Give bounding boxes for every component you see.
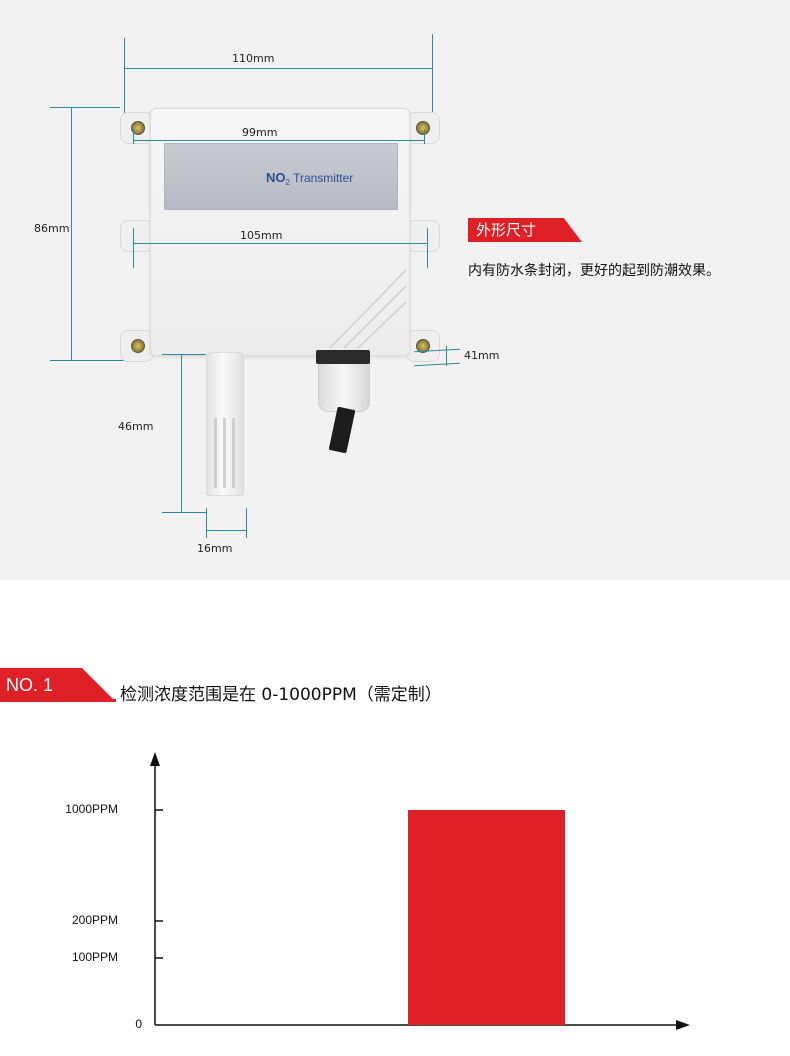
- dim-110-left-ext: [124, 38, 125, 136]
- dim-41-label: 41mm: [464, 349, 500, 362]
- dim-46-bottom-ext: [162, 512, 206, 513]
- screw-icon: [131, 121, 145, 135]
- y-tick-label: 1000PPM: [65, 802, 118, 816]
- dim-86-bottom-ext: [50, 360, 128, 361]
- dim-99-left-ext: [133, 130, 134, 144]
- dim-105-line: [133, 243, 427, 244]
- dim-86-top-ext: [50, 107, 120, 108]
- screw-icon: [416, 121, 430, 135]
- dimension-description: 内有防水条封闭，更好的起到防潮效果。: [468, 263, 720, 279]
- dim-110-line: [124, 68, 432, 69]
- enclosure-grooves: [329, 269, 407, 349]
- device-label-main: NO: [266, 170, 286, 185]
- probe-vent: [232, 418, 235, 488]
- dim-16-left-ext: [206, 508, 207, 538]
- mount-ear-mid-left: [120, 220, 154, 252]
- dim-105-label: 105mm: [240, 229, 283, 242]
- range-chart: [150, 752, 690, 1030]
- section-title: 检测浓度范围是在 0-1000PPM（需定制）: [120, 685, 442, 705]
- y-tick-label: 100PPM: [71, 950, 118, 964]
- device-label: NO2 Transmitter: [266, 170, 354, 187]
- dim-105-left-ext: [133, 228, 134, 268]
- y-axis-arrow: [150, 752, 160, 766]
- device-label-rest: Transmitter: [293, 171, 354, 185]
- dim-86-label: 86mm: [34, 222, 70, 235]
- dim-16-line: [206, 530, 246, 531]
- probe-vent: [223, 418, 226, 488]
- section-badge: NO. 1: [0, 668, 82, 702]
- y-tick-label: 0: [135, 1017, 142, 1031]
- device-label-subscript: 2: [285, 178, 290, 187]
- dim-99-right-ext: [424, 130, 425, 144]
- dimension-tag: 外形尺寸: [468, 218, 582, 242]
- label-plate: [164, 143, 398, 210]
- section-badge-corner: [82, 668, 116, 702]
- dim-46-line: [181, 354, 182, 512]
- dim-46-label: 46mm: [118, 420, 154, 433]
- probe-vent: [214, 418, 217, 488]
- section-badge-underline: [82, 699, 116, 702]
- dim-86-line: [71, 107, 72, 360]
- dim-110-right-ext: [432, 34, 433, 134]
- dim-110-label: 110mm: [232, 52, 275, 65]
- dim-99-label: 99mm: [242, 126, 278, 139]
- dim-46-top-ext: [162, 354, 206, 355]
- range-bar: [408, 810, 565, 1025]
- gland-nut: [316, 350, 370, 364]
- dim-16-label: 16mm: [197, 542, 233, 555]
- mount-ear-mid-right: [406, 220, 440, 252]
- dim-105-right-ext: [427, 228, 428, 268]
- x-axis-arrow: [676, 1020, 690, 1030]
- y-tick-label: 200PPM: [71, 913, 118, 927]
- dim-16-right-ext: [246, 508, 247, 538]
- dim-41-line: [446, 346, 447, 366]
- dim-99-line: [133, 140, 424, 141]
- screw-icon: [131, 339, 145, 353]
